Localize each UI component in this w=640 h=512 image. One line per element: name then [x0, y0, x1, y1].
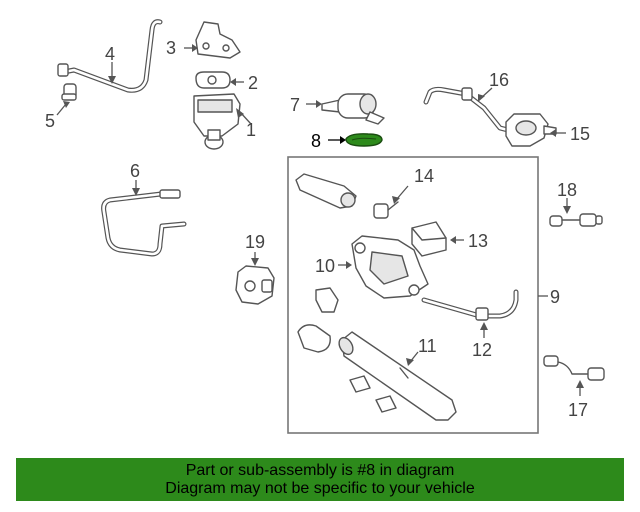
callout-10: 10: [315, 256, 335, 276]
callout-3: 3: [166, 38, 176, 58]
part-5-fitting: [61, 83, 77, 101]
part-17-sensor: [543, 355, 605, 381]
part-14-valve: [295, 173, 399, 219]
part-13-module: [411, 221, 447, 257]
callout-16: 16: [489, 70, 509, 90]
bracket-small: [315, 287, 339, 313]
part-11-cylinder: [338, 331, 457, 421]
callout-1: 1: [246, 120, 256, 140]
part-19-sensor-body: [235, 265, 275, 305]
callout-12: 12: [472, 340, 492, 360]
callout-9: 9: [550, 287, 560, 307]
callout-19: 19: [245, 232, 265, 252]
callout-14: 14: [414, 166, 434, 186]
subassembly-9-box: [287, 156, 539, 434]
part-8-highlighted[interactable]: [345, 133, 383, 147]
part-7-valve: [321, 93, 385, 125]
callout-5: 5: [45, 111, 55, 131]
callout-13: 13: [468, 231, 488, 251]
part-4-hose: [57, 19, 163, 93]
callout-11: 11: [418, 336, 437, 356]
callout-2: 2: [248, 73, 258, 93]
callout-17: 17: [568, 400, 588, 420]
callout-6: 6: [130, 161, 140, 181]
part-3-bracket: [195, 21, 241, 59]
callout-7: 7: [290, 95, 300, 115]
callout-18: 18: [557, 180, 577, 200]
part-10-manifold: [351, 235, 429, 299]
clamp: [297, 324, 331, 353]
callout-4: 4: [105, 44, 115, 64]
part-18-sensor: [549, 213, 603, 227]
part-1-pump: [193, 93, 241, 150]
part-16-pipe: [423, 86, 519, 135]
pad-pair: [349, 375, 397, 413]
info-banner: Part or sub-assembly is #8 in diagram Di…: [16, 458, 624, 501]
part-15-housing: [505, 113, 557, 147]
part-6-tube: [101, 189, 187, 257]
callout-8: 8: [311, 131, 321, 151]
banner-line-1: Part or sub-assembly is #8 in diagram: [185, 462, 455, 479]
callout-15: 15: [570, 124, 590, 144]
part-2-gasket: [195, 71, 231, 89]
part-12-tube: [421, 289, 519, 321]
banner-line-2: Diagram may not be specific to your vehi…: [165, 480, 475, 497]
